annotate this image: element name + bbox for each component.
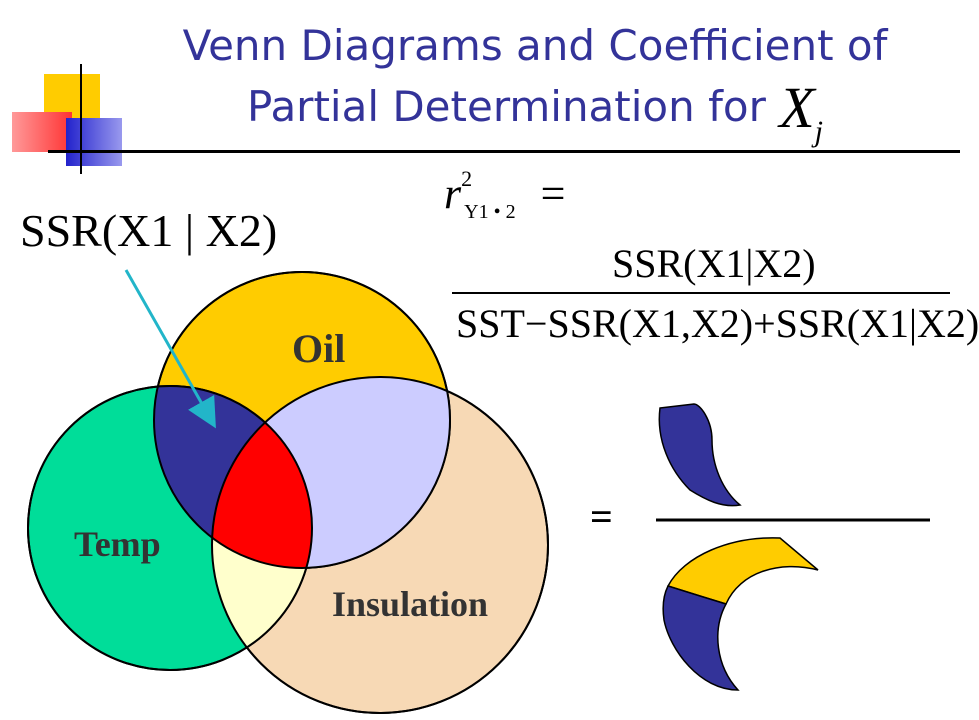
title-variable: Xj [779,75,823,149]
r2-equals: = [540,169,566,218]
callout-formula-text: SSR(X1 | X2) [20,205,278,256]
insulation-label: Insulation [332,584,488,624]
title-line-2: Partial Determination for Xj [120,74,950,154]
title-line-1: Venn Diagrams and Coefficient of [182,21,888,70]
ratio-equals: = [590,494,613,539]
title-rule [48,150,960,153]
decor-red-square [12,112,72,152]
numerator-crescent [658,403,742,507]
decor-vertical-line [80,64,82,174]
oil-label: Oil [292,326,345,371]
slide-title: Venn Diagrams and Coefficient of Partial… [120,18,950,154]
temp-label: Temp [74,524,161,564]
denominator-crescent [662,537,819,691]
fraction-bar [452,292,950,294]
formula-numerator: SSR(X1|X2) [612,241,816,286]
decor-blue-square [66,118,122,166]
title-line-2-text: Partial Determination for [247,82,766,131]
callout-arrow [124,269,216,429]
callout-formula: SSR(X1 | X2) [20,204,277,257]
partial-r2-symbol: r2Y1 • 2 = [444,166,566,223]
formula-denominator: SST−SSR(X1,X2)+SSR(X1|X2) [456,301,979,346]
